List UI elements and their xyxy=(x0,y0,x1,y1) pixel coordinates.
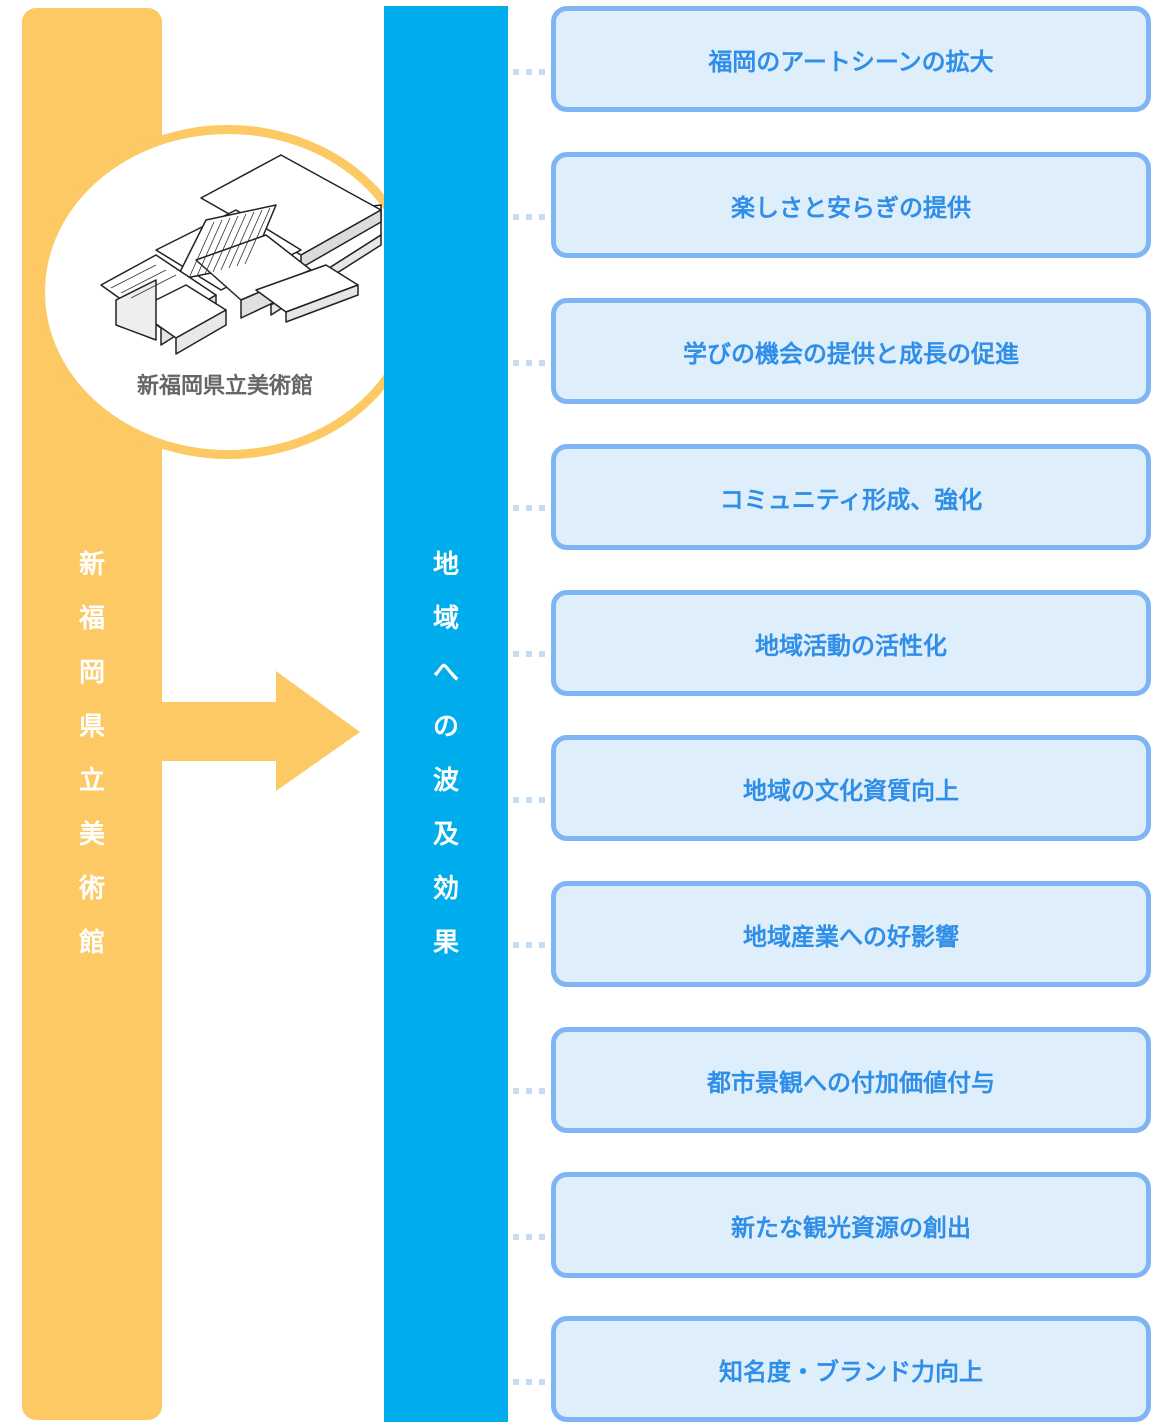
museum-name-label: 新福岡県立美術館 xyxy=(136,374,313,399)
effect-vertical-char: 波 xyxy=(432,766,459,796)
connector-dots xyxy=(513,214,551,220)
museum-vertical-char: 新 xyxy=(78,550,105,580)
connector-dots xyxy=(513,505,551,511)
effect-item: 地域産業への好影響 xyxy=(551,881,1151,987)
effect-vertical-char: 果 xyxy=(432,928,459,958)
effect-vertical-char: 域 xyxy=(432,604,459,634)
museum-building-icon xyxy=(100,154,382,355)
connector-dots xyxy=(513,360,551,366)
museum-vertical-char: 立 xyxy=(78,766,105,796)
effect-item: コミュニティ形成、強化 xyxy=(551,444,1151,550)
connector-dots xyxy=(513,1088,551,1094)
museum-vertical-char: 術 xyxy=(78,874,105,904)
connector-dots xyxy=(513,1234,551,1240)
right-arrow-icon xyxy=(160,671,360,791)
effect-item: 楽しさと安らぎの提供 xyxy=(551,152,1151,258)
museum-vertical-char: 福 xyxy=(78,604,105,634)
effect-item: 都市景観への付加価値付与 xyxy=(551,1027,1151,1133)
museum-vertical-char: 美 xyxy=(78,820,105,850)
effect-vertical-char: の xyxy=(432,712,459,742)
connector-dots xyxy=(513,69,551,75)
effect-item: 地域の文化資質向上 xyxy=(551,735,1151,841)
museum-vertical-char: 県 xyxy=(78,712,105,742)
effect-vertical-label: 地 域 へ の 波 及 効 果 xyxy=(384,538,508,970)
effect-vertical-char: 効 xyxy=(432,874,459,904)
effect-vertical-char: へ xyxy=(432,658,459,688)
connector-dots xyxy=(513,1379,551,1385)
connector-dots xyxy=(513,651,551,657)
effect-item: 知名度・ブランド力向上 xyxy=(551,1316,1151,1422)
museum-vertical-char: 岡 xyxy=(78,658,105,688)
effect-item: 地域活動の活性化 xyxy=(551,590,1151,696)
museum-vertical-label: 新 福 岡 県 立 美 術 館 xyxy=(22,538,162,970)
museum-vertical-char: 館 xyxy=(78,928,105,958)
effect-item: 福岡のアートシーンの拡大 xyxy=(551,6,1151,112)
effect-vertical-char: 及 xyxy=(432,820,459,850)
connector-dots xyxy=(513,797,551,803)
effect-item: 新たな観光資源の創出 xyxy=(551,1172,1151,1278)
effect-vertical-char: 地 xyxy=(432,550,459,580)
effect-item: 学びの機会の提供と成長の促進 xyxy=(551,298,1151,404)
connector-dots xyxy=(513,942,551,948)
effect-bar xyxy=(384,6,508,1422)
